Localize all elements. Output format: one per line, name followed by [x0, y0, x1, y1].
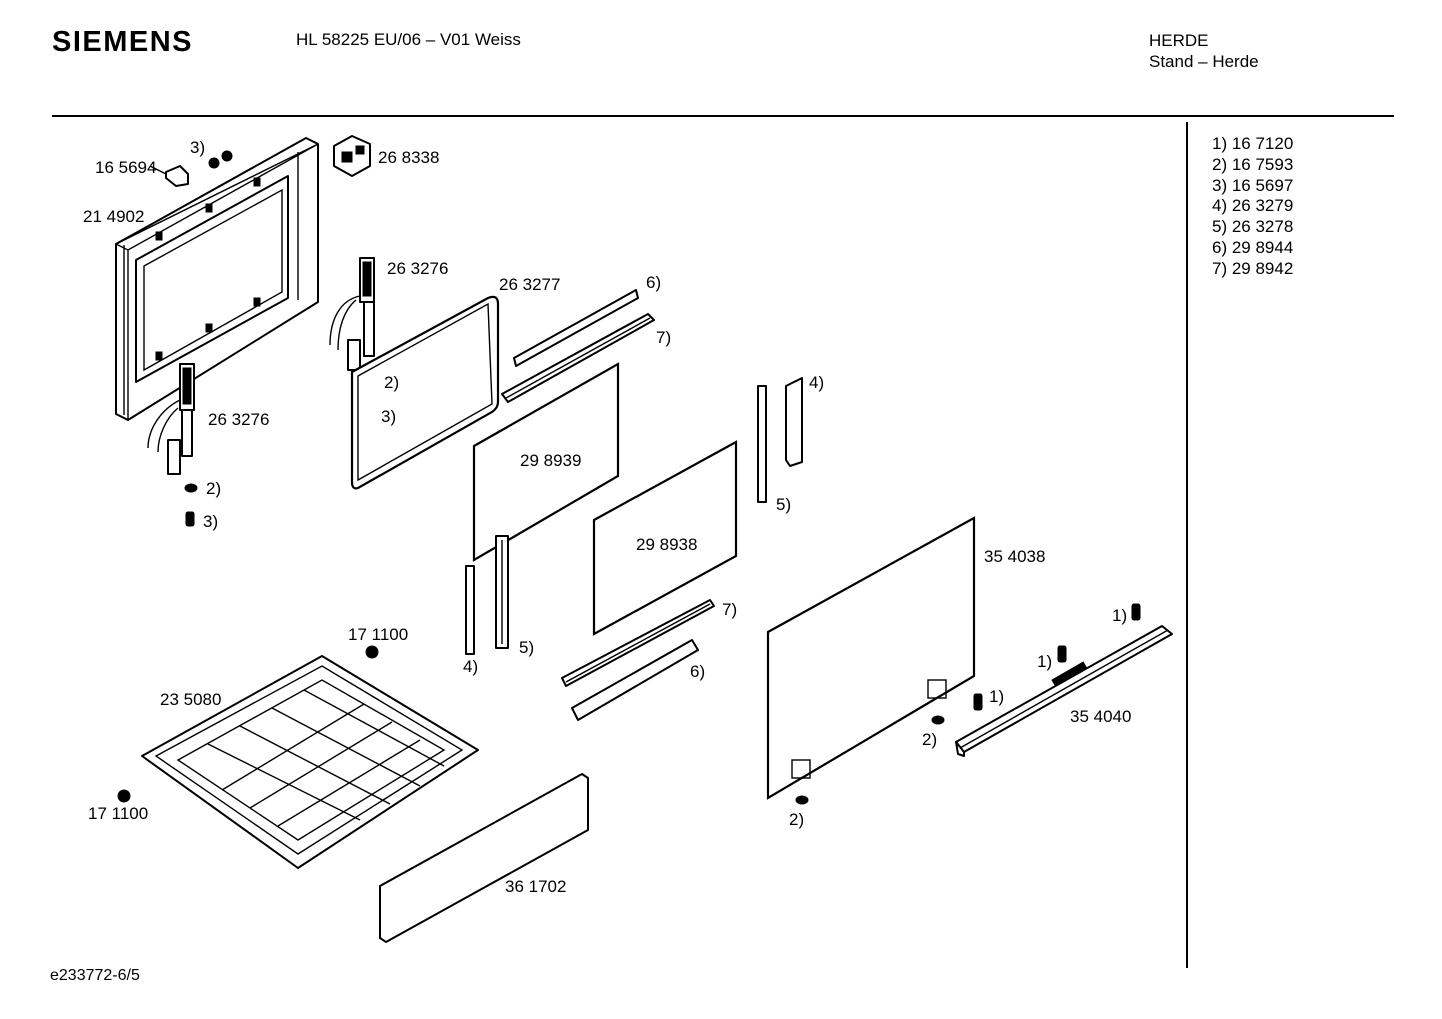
legend-item: 7) 29 8942	[1212, 258, 1294, 278]
part-label: 3)	[203, 512, 218, 531]
part-label: 3)	[190, 138, 205, 157]
screw-icon	[1057, 645, 1067, 663]
clip-drawing	[149, 165, 189, 187]
part-label: 26 3277	[499, 275, 560, 294]
part-label: 1)	[989, 687, 1004, 706]
legend-item: 2) 16 7593	[1212, 154, 1294, 174]
category-title: HERDE	[1149, 31, 1209, 50]
part-label: 1)	[1112, 606, 1127, 625]
part-label: 16 5694	[95, 158, 156, 177]
part-label: 5)	[776, 495, 791, 514]
model-title: HL 58225 EU/06 – V01 Weiss	[296, 30, 521, 49]
handle-drawing	[955, 625, 1173, 757]
hinge-upper-drawing	[329, 257, 375, 371]
part-label: 6)	[646, 273, 661, 292]
part-label: 7)	[656, 328, 671, 347]
part-label: 17 1100	[88, 804, 148, 823]
legend-divider	[1186, 122, 1188, 968]
part-label: 35 4040	[1070, 707, 1131, 726]
side-trim-drawing	[465, 377, 803, 655]
rubber-stop-icon	[117, 789, 131, 803]
gasket-drawing	[350, 295, 500, 490]
screw-icon	[973, 693, 983, 711]
hinge-lower-drawing	[147, 363, 195, 475]
part-label: 5)	[519, 638, 534, 657]
front-panel-drawing	[379, 773, 589, 943]
rail-upper-drawing	[501, 289, 655, 403]
category-block: HERDE Stand – Herde	[1149, 30, 1259, 72]
part-label: 2)	[789, 810, 804, 829]
part-label: 1)	[1037, 652, 1052, 671]
part-label: 29 8938	[636, 535, 697, 554]
legend-item: 1) 16 7120	[1212, 134, 1294, 153]
screw-icon	[185, 511, 195, 527]
part-label: 4)	[463, 657, 478, 676]
part-label: 17 1100	[348, 625, 408, 644]
washer-icon	[184, 483, 198, 493]
part-label: 21 4902	[83, 207, 144, 226]
part-label: 3)	[381, 407, 396, 426]
part-legend: 1) 16 7120 2) 16 7593 3) 16 5697 4) 26 3…	[1212, 134, 1293, 280]
document-id: e233772-6/5	[50, 967, 140, 984]
part-label: 2)	[922, 730, 937, 749]
glass-pane-drawing	[592, 440, 738, 636]
latch-bracket-drawing	[333, 135, 371, 177]
brand-logo: SIEMENS	[52, 26, 194, 58]
part-label: 36 1702	[505, 877, 566, 896]
part-label: 4)	[809, 373, 824, 392]
part-label: 29 8939	[520, 451, 581, 470]
rail-lower-drawing	[561, 599, 715, 721]
glass-pane-drawing	[472, 362, 620, 562]
legend-item: 4) 26 3279	[1212, 196, 1294, 216]
part-label: 2)	[206, 479, 221, 498]
part-label: 35 4038	[984, 547, 1045, 566]
part-label: 26 8338	[378, 148, 439, 167]
part-label: 7)	[722, 600, 737, 619]
part-label: 23 5080	[160, 690, 221, 709]
baking-tray-drawing	[141, 655, 479, 869]
screw-icon	[1131, 603, 1141, 621]
inner-glass-drawing	[766, 516, 976, 800]
part-label: 2)	[384, 373, 399, 392]
legend-item: 5) 26 3278	[1212, 217, 1294, 237]
part-label: 26 3276	[208, 410, 269, 429]
legend-item: 3) 16 5697	[1212, 175, 1294, 195]
part-label: 6)	[690, 662, 705, 681]
header-divider	[52, 115, 1394, 117]
part-label: 26 3276	[387, 259, 448, 278]
legend-item: 6) 29 8944	[1212, 237, 1294, 257]
category-subtitle: Stand – Herde	[1149, 52, 1259, 71]
rubber-stop-icon	[365, 645, 379, 659]
door-frame-drawing	[114, 137, 319, 421]
screw-pair-drawing	[208, 150, 233, 169]
washer-icon	[931, 715, 945, 725]
washer-icon	[795, 795, 809, 805]
